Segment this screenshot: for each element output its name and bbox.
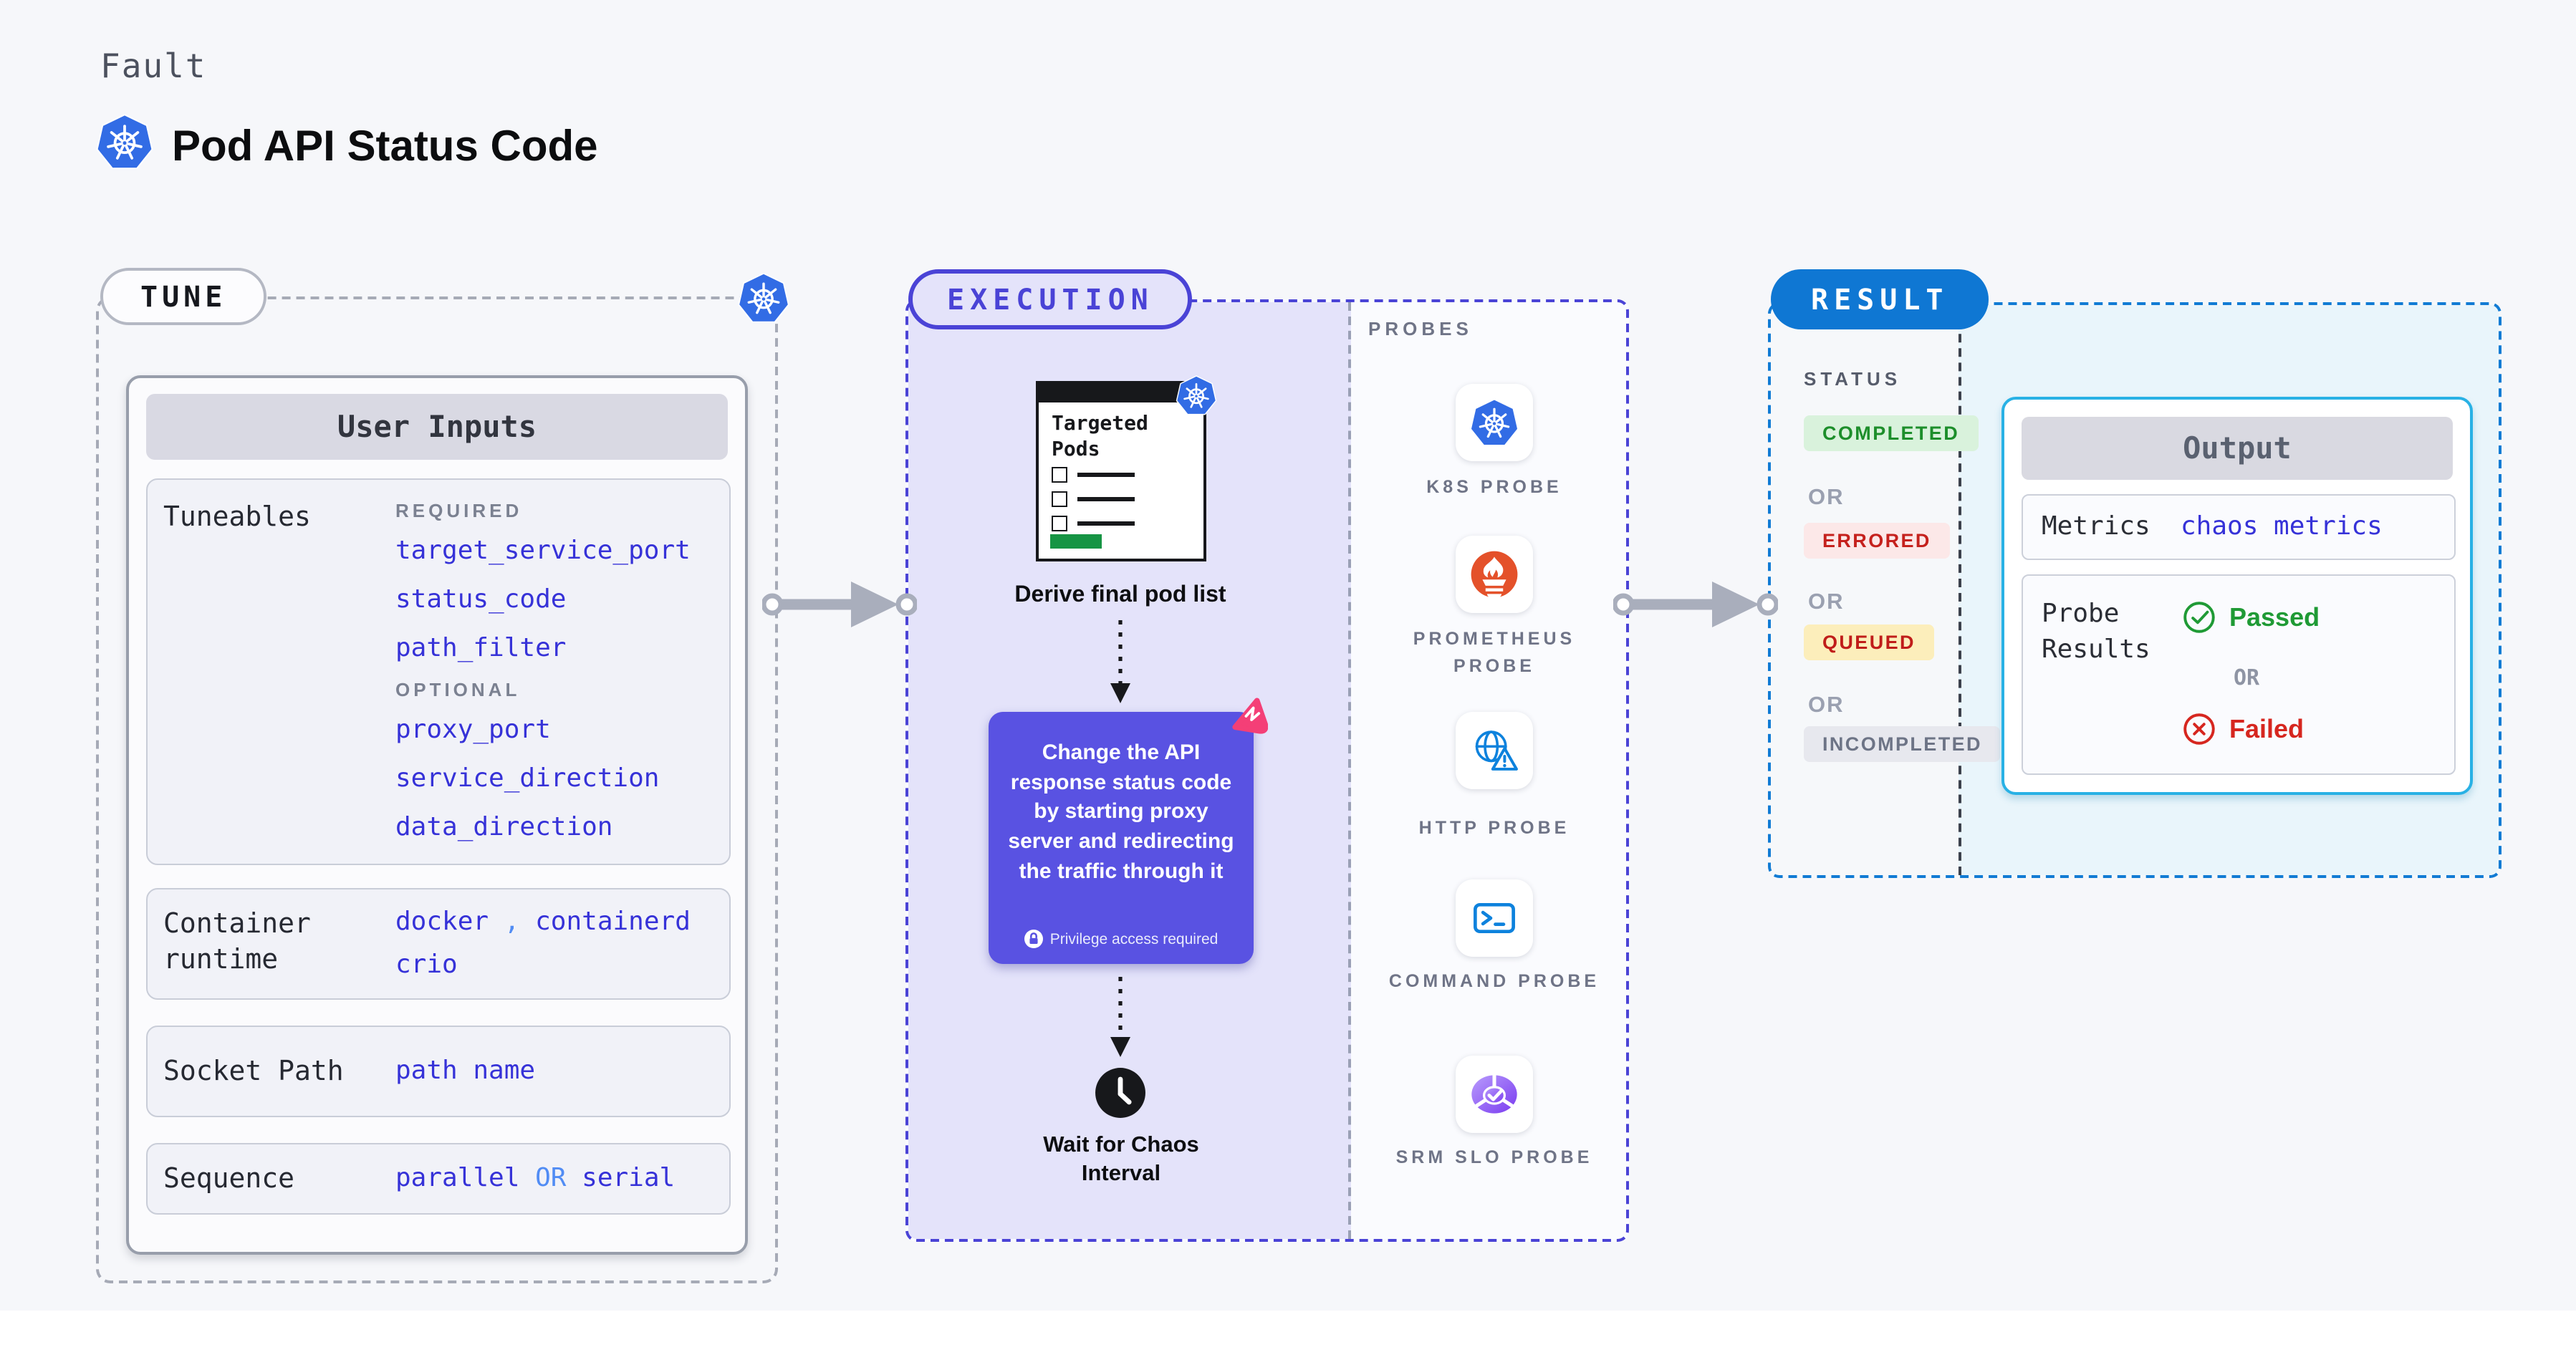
probe-card bbox=[1456, 536, 1533, 613]
status-badge: ERRORED bbox=[1804, 523, 1950, 559]
or-label: OR bbox=[1808, 590, 1845, 614]
kubernetes-icon bbox=[1175, 374, 1218, 417]
user-inputs-header: User Inputs bbox=[146, 394, 728, 460]
failed-x-icon bbox=[2181, 710, 2218, 748]
or-label: OR bbox=[2234, 665, 2260, 690]
tuneable-link[interactable]: target_service_port bbox=[395, 536, 691, 566]
socket-path-value[interactable]: path name bbox=[395, 1056, 536, 1086]
execution-badge: EXECUTION bbox=[908, 269, 1193, 329]
flow-arrow-icon bbox=[1613, 582, 1778, 627]
socket-path-label: Socket Path bbox=[163, 1056, 344, 1087]
derive-pod-list-label: Derive final pod list bbox=[1014, 583, 1226, 607]
http-globe-warning-icon bbox=[1469, 725, 1520, 776]
targeted-pods-title: Targeted Pods bbox=[1052, 413, 1148, 460]
container-runtime-label: Container runtime bbox=[163, 908, 311, 975]
kubernetes-icon bbox=[736, 271, 791, 325]
tuneable-link[interactable]: service_direction bbox=[395, 763, 660, 794]
checkbox-icon bbox=[1052, 467, 1067, 483]
tuneables-row: Tuneables REQUIRED target_service_port s… bbox=[146, 478, 731, 865]
targeted-pods-card: Targeted Pods bbox=[1036, 381, 1206, 561]
user-inputs-card: User Inputs Tuneables REQUIRED target_se… bbox=[126, 375, 748, 1255]
action-text: Change the API response status code by s… bbox=[1008, 741, 1234, 884]
sequence-row: Sequence parallel OR serial bbox=[146, 1143, 731, 1215]
dotted-arrow-icon bbox=[1110, 977, 1130, 1057]
checkbox-icon bbox=[1052, 491, 1067, 507]
checkbox-icon bbox=[1052, 516, 1067, 531]
prometheus-icon bbox=[1469, 549, 1520, 600]
fault-eyebrow: Fault bbox=[100, 49, 207, 86]
dotted-arrow-icon bbox=[1110, 620, 1130, 703]
probe-label: COMMAND PROBE bbox=[1388, 971, 1600, 991]
or-label: OR bbox=[1808, 486, 1845, 510]
runtime-value[interactable]: crio bbox=[395, 950, 458, 980]
kubernetes-icon bbox=[95, 112, 155, 172]
sequence-or: OR bbox=[535, 1163, 567, 1193]
optional-label: OPTIONAL bbox=[395, 679, 521, 700]
status-badge: QUEUED bbox=[1804, 624, 1934, 660]
progress-bar bbox=[1050, 534, 1102, 549]
wait-chaos-interval-label: Wait for Chaos Interval bbox=[1043, 1133, 1199, 1187]
probe-card bbox=[1456, 712, 1533, 789]
status-label: STATUS bbox=[1804, 368, 1902, 390]
passed-label: Passed bbox=[2229, 603, 2320, 632]
probe-card bbox=[1456, 879, 1533, 957]
required-label: REQUIRED bbox=[395, 500, 523, 521]
canvas-bottom-edge bbox=[0, 1311, 2576, 1365]
tuneable-link[interactable]: proxy_port bbox=[395, 715, 551, 745]
probe-card bbox=[1456, 1056, 1533, 1133]
tune-badge: TUNE bbox=[100, 268, 267, 325]
list-line bbox=[1077, 497, 1135, 501]
probes-label: PROBES bbox=[1368, 318, 1473, 339]
sequence-label: Sequence bbox=[163, 1163, 295, 1195]
output-header: Output bbox=[2022, 417, 2453, 480]
runtime-separator: , bbox=[504, 907, 520, 937]
slo-pie-check-icon bbox=[1469, 1069, 1520, 1120]
status-badge: INCOMPLETED bbox=[1804, 726, 2001, 762]
terminal-icon bbox=[1469, 892, 1520, 944]
probe-card bbox=[1456, 384, 1533, 461]
probe-results-label: Probe Results bbox=[2042, 599, 2150, 665]
container-runtime-row: Container runtime docker , containerd cr… bbox=[146, 888, 731, 1000]
metrics-row: Metrics chaos metrics bbox=[2022, 494, 2456, 560]
sequence-value[interactable]: parallel bbox=[395, 1163, 520, 1193]
action-card: Change the API response status code by s… bbox=[989, 712, 1254, 964]
status-badge: COMPLETED bbox=[1804, 415, 1979, 451]
tuneable-link[interactable]: data_direction bbox=[395, 812, 613, 842]
sequence-value[interactable]: serial bbox=[582, 1163, 676, 1193]
probe-label: SRM SLO PROBE bbox=[1395, 1147, 1593, 1167]
metrics-label: Metrics bbox=[2042, 511, 2150, 541]
tuneable-link[interactable]: path_filter bbox=[395, 633, 567, 663]
flow-arrow-icon bbox=[762, 582, 917, 627]
card-titlebar bbox=[1039, 384, 1203, 402]
clock-icon bbox=[1093, 1066, 1148, 1120]
page-title: Pod API Status Code bbox=[172, 123, 598, 170]
metrics-value[interactable]: chaos metrics bbox=[2181, 511, 2383, 541]
probe-results-row: Probe Results Passed OR Failed bbox=[2022, 574, 2456, 775]
tuneables-label: Tuneables bbox=[163, 501, 311, 533]
tuneable-link[interactable]: status_code bbox=[395, 584, 567, 614]
or-label: OR bbox=[1808, 693, 1845, 718]
runtime-value[interactable]: containerd bbox=[535, 907, 691, 937]
list-line bbox=[1077, 521, 1135, 525]
socket-path-row: Socket Path path name bbox=[146, 1026, 731, 1117]
passed-check-icon bbox=[2181, 599, 2218, 636]
tune-panel bbox=[96, 296, 778, 1283]
output-card: Output Metrics chaos metrics Probe Resul… bbox=[2001, 397, 2473, 795]
probe-label: HTTP PROBE bbox=[1418, 818, 1570, 838]
probe-label: PROMETHEUS PROBE bbox=[1413, 629, 1576, 676]
result-badge: RESULT bbox=[1771, 269, 1989, 329]
lock-icon bbox=[1024, 930, 1043, 948]
runtime-value[interactable]: docker bbox=[395, 907, 489, 937]
kubernetes-icon bbox=[1469, 397, 1520, 448]
probe-label: K8S PROBE bbox=[1426, 477, 1562, 497]
chaos-flag-icon bbox=[1228, 696, 1268, 736]
privilege-note: Privilege access required bbox=[1049, 930, 1219, 947]
failed-label: Failed bbox=[2229, 715, 2305, 743]
list-line bbox=[1077, 473, 1135, 476]
